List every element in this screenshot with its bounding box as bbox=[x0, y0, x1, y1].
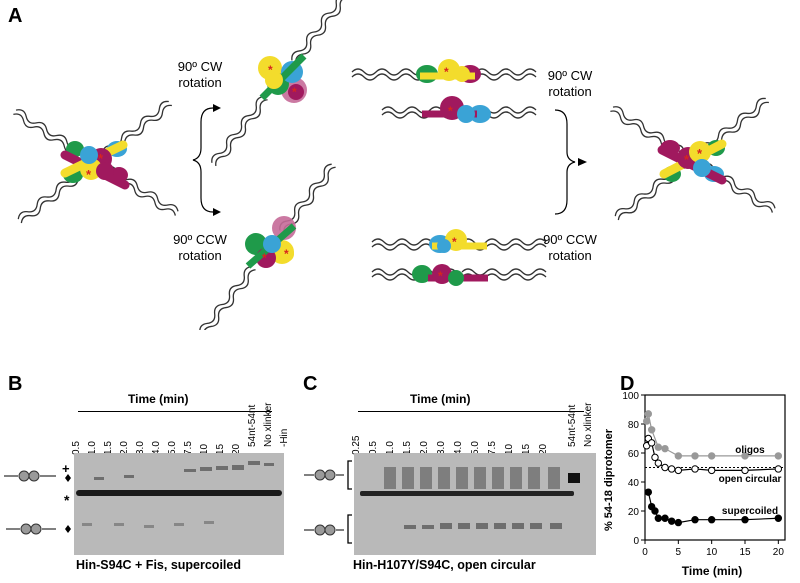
svg-text:*: * bbox=[284, 247, 289, 261]
panel-b-letter: B bbox=[8, 373, 23, 395]
panel-c-caption: Hin-H107Y/S94C, open circular bbox=[353, 558, 536, 572]
chart-ylabel: % 54-18 diprotomer bbox=[603, 428, 615, 531]
homo-crosslink-bottom: * bbox=[381, 96, 537, 123]
homo-crosslink-top: * bbox=[351, 59, 537, 83]
data-point bbox=[654, 514, 663, 522]
data-point bbox=[647, 439, 656, 447]
hetero-crosslink-top: * bbox=[371, 229, 547, 253]
data-point bbox=[667, 517, 676, 525]
svg-text:*: * bbox=[684, 152, 690, 167]
data-point bbox=[691, 516, 699, 524]
lane-label-control: No xlinker bbox=[263, 402, 274, 447]
panel-a-letter: A bbox=[8, 5, 23, 27]
panel-b-time-bar bbox=[78, 411, 272, 412]
panel-b-gel bbox=[74, 453, 284, 555]
data-point bbox=[707, 466, 716, 475]
data-point bbox=[741, 452, 749, 460]
panel-c-letter: C bbox=[303, 373, 318, 395]
panel-d-letter: D bbox=[620, 373, 635, 395]
x-tick-label: 15 bbox=[739, 547, 751, 558]
data-point bbox=[774, 514, 783, 522]
svg-text:*: * bbox=[438, 269, 443, 283]
hetero-crosslink-bottom: * bbox=[371, 264, 547, 286]
data-point bbox=[741, 466, 749, 475]
y-tick-label: 60 bbox=[628, 449, 640, 460]
x-tick-label: 5 bbox=[676, 547, 682, 558]
svg-text:*: * bbox=[86, 167, 92, 182]
data-point bbox=[661, 463, 669, 472]
synaptic-complex-left: * * bbox=[11, 98, 181, 227]
complex-cw-middle: * * bbox=[208, 0, 351, 169]
y-tick-label: 20 bbox=[628, 507, 640, 518]
data-point bbox=[644, 410, 653, 418]
panel-c-time-label: Time (min) bbox=[410, 392, 471, 406]
series-label: supercoiled bbox=[722, 506, 778, 517]
lane-label-control: 54nt-54nt bbox=[567, 404, 578, 447]
mark-plus: + bbox=[62, 461, 70, 476]
y-tick-label: 0 bbox=[633, 536, 639, 547]
data-point bbox=[674, 452, 683, 460]
data-point bbox=[647, 426, 656, 434]
y-tick-label: 40 bbox=[628, 478, 640, 489]
label-ccw-right: 90º CCW rotation bbox=[543, 232, 597, 263]
svg-text:*: * bbox=[292, 85, 297, 99]
data-point bbox=[654, 443, 663, 451]
lane-label-control: No xlinker bbox=[583, 402, 594, 447]
data-point bbox=[654, 459, 663, 467]
data-point bbox=[644, 488, 653, 496]
mark-star: * bbox=[64, 492, 70, 508]
panel-d-chart: % 54-18 diprotomer Time (min) 0 20 40 60 80 1… bbox=[603, 391, 786, 578]
data-point bbox=[707, 516, 716, 524]
svg-text:*: * bbox=[262, 251, 267, 265]
data-point bbox=[661, 444, 669, 453]
series-label: oligos bbox=[735, 445, 765, 456]
data-point bbox=[707, 452, 716, 460]
label-cw-left: 90º CW rotation bbox=[177, 59, 223, 90]
panel-b-bands bbox=[76, 461, 282, 528]
chart-xlabel: Time (min) bbox=[682, 564, 742, 578]
data-point bbox=[667, 465, 676, 473]
data-point bbox=[661, 514, 669, 522]
panel-b-caption: Hin-S94C + Fis, supercoiled bbox=[76, 558, 241, 572]
y-tick-label: 80 bbox=[628, 420, 640, 431]
svg-text:*: * bbox=[452, 235, 457, 249]
data-point bbox=[651, 453, 659, 462]
panel-c-markers bbox=[304, 460, 352, 544]
brace-right bbox=[554, 109, 576, 215]
series-label: open circular bbox=[719, 474, 782, 485]
svg-text:*: * bbox=[448, 104, 453, 118]
data-point bbox=[774, 452, 783, 460]
lane-label-control: 54nt-54nt bbox=[247, 404, 258, 447]
lane-label-control: -Hin bbox=[279, 428, 290, 447]
data-point bbox=[741, 516, 749, 524]
x-tick-label: 10 bbox=[706, 547, 718, 558]
svg-text:*: * bbox=[444, 65, 449, 79]
complex-ccw-middle: * * bbox=[196, 161, 339, 330]
data-point bbox=[651, 507, 659, 515]
x-tick-label: 0 bbox=[642, 547, 648, 558]
y-tick-label: 100 bbox=[622, 391, 639, 402]
label-cw-right: 90º CW rotation bbox=[547, 68, 593, 99]
data-point bbox=[774, 465, 783, 473]
label-ccw-left: 90º CCW rotation bbox=[173, 232, 227, 263]
panel-b-control-labels: 54nt-54nt No xlinker -Hin bbox=[240, 366, 300, 447]
data-point bbox=[674, 466, 683, 475]
synaptic-complex-right: * * bbox=[608, 95, 778, 224]
data-point bbox=[642, 417, 651, 425]
data-point bbox=[691, 452, 699, 460]
data-point bbox=[691, 465, 699, 473]
svg-text:*: * bbox=[697, 146, 703, 161]
panel-b-markers: + * bbox=[4, 461, 71, 535]
panel-a-schematic: * * * * * * bbox=[11, 0, 778, 330]
brace-left bbox=[192, 107, 214, 213]
data-point bbox=[674, 518, 683, 527]
x-tick-label: 20 bbox=[773, 547, 785, 558]
panel-c-time-bar bbox=[358, 411, 584, 412]
panel-c-gel bbox=[354, 453, 596, 555]
svg-text:*: * bbox=[268, 63, 273, 77]
panel-b-time-label: Time (min) bbox=[128, 392, 189, 406]
panel-c-bands bbox=[360, 467, 580, 529]
svg-text:*: * bbox=[98, 151, 104, 166]
